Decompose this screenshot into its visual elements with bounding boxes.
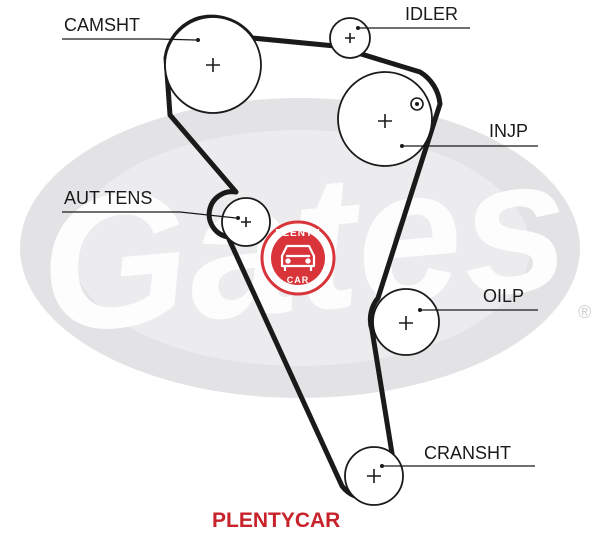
badge-top-text: PLENTY — [275, 228, 320, 239]
label-camsht: CAMSHT — [64, 15, 140, 35]
label-idler: IDLER — [405, 4, 458, 24]
car-icon — [280, 244, 316, 271]
badge-bottom-text: CAR — [287, 275, 310, 285]
registered-mark: ® — [578, 302, 591, 322]
timing-mark-icon — [410, 97, 424, 111]
plentycar-badge: PLENTY CAR — [260, 220, 336, 296]
pulleys — [164, 16, 440, 506]
label-aut-tens: AUT TENS — [64, 188, 152, 208]
label-oilp: OILP — [483, 286, 524, 306]
leader-dots — [196, 26, 422, 468]
leader-lines — [62, 27, 538, 467]
component-labels: CAMSHT IDLER INJP AUT TENS OILP CRANSHT — [64, 4, 528, 463]
label-injp: INJP — [489, 121, 528, 141]
label-cransht: CRANSHT — [424, 443, 511, 463]
pulley-centers — [206, 33, 413, 483]
footer-brand-text: PLENTYCAR — [212, 509, 340, 532]
